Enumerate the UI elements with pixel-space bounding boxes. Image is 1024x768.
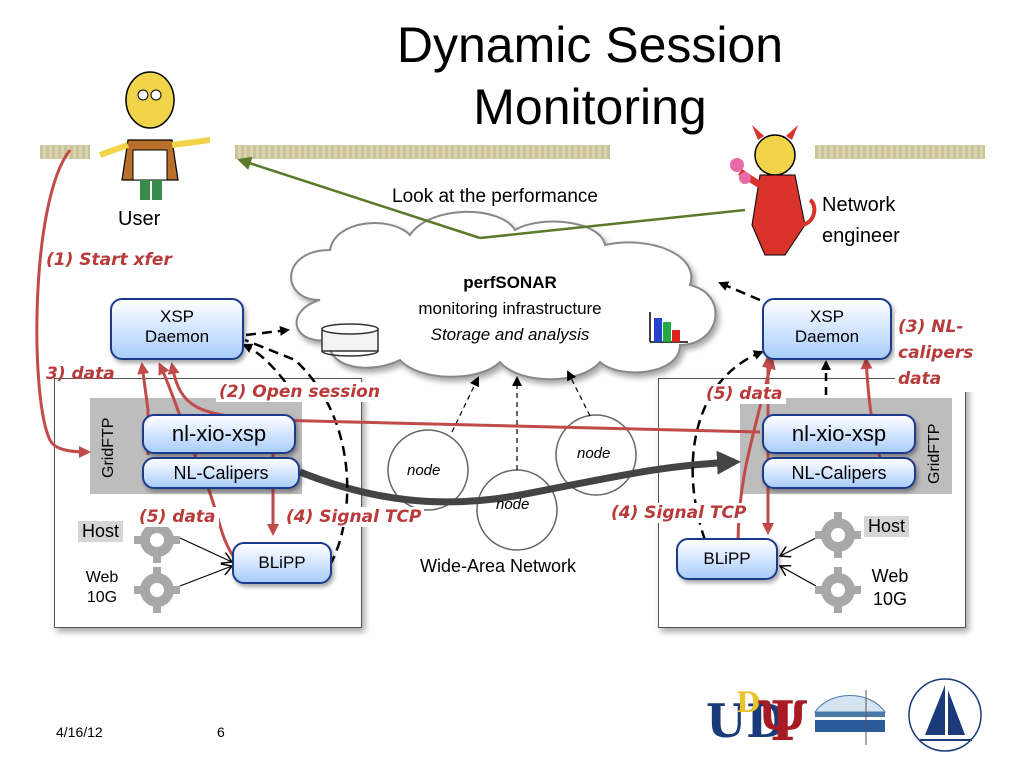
berkeley-lab-logo	[814, 695, 886, 732]
database-icon	[321, 323, 379, 357]
perfsonar-text: perfSONAR monitoring infrastructure Stor…	[380, 270, 640, 348]
network-engineer-cartoon-icon	[730, 125, 817, 256]
left-web10g-label: Web 10G	[82, 568, 122, 608]
nl-calipers-line2: calipers	[898, 343, 974, 363]
right-web10g-label: Web 10G	[866, 565, 914, 611]
wan-label: Wide-Area Network	[420, 556, 577, 576]
right-xsp-daemon[interactable]: XSP Daemon	[762, 298, 892, 360]
iu-logo: Ψ	[758, 689, 807, 753]
step-left-signal: (4) Signal TCP	[283, 507, 425, 527]
node-label: node	[577, 445, 611, 462]
title-line-1: Dynamic Session	[396, 17, 784, 73]
step-start-xfer: (1) Start xfer	[46, 250, 172, 270]
left-nl-xio-xsp[interactable]: nl-xio-xsp	[142, 414, 296, 454]
gear-icon	[134, 567, 180, 613]
user-label: User	[118, 208, 161, 230]
10g-label: 10G	[872, 589, 908, 609]
slide-date: 4/16/12	[56, 724, 103, 740]
right-nl-calipers[interactable]: NL-Calipers	[762, 457, 916, 489]
decor-band	[815, 145, 985, 159]
svg-text:UD: UD	[706, 694, 786, 748]
decor-band	[40, 145, 90, 159]
gear-icon	[815, 512, 861, 558]
step-left-data: 3) data	[46, 364, 115, 384]
left-host-label: Host	[78, 521, 124, 542]
web-label: Web	[871, 566, 909, 586]
decor-band	[235, 145, 610, 159]
perfsonar-cloud	[290, 210, 717, 381]
node-label: node	[407, 462, 441, 479]
step-left-5data: (5) data	[136, 507, 219, 527]
perfsonar-subtitle: monitoring infrastructure	[418, 299, 602, 318]
left-gridftp-label: GridFTP	[100, 417, 117, 478]
slide-page-number: 6	[217, 724, 225, 740]
daemon-label: Daemon	[144, 327, 210, 346]
network-node	[387, 429, 469, 511]
svg-text:D: D	[736, 686, 760, 719]
step-right-5data: (5) data	[703, 384, 786, 404]
engineer-label-line1: Network	[822, 194, 896, 216]
xsp-label: XSP	[159, 307, 195, 326]
node-label: node	[496, 496, 530, 513]
gear-icon	[815, 567, 861, 613]
nl-calipers-line1: (3) NL-	[898, 317, 964, 337]
left-xsp-daemon[interactable]: XSP Daemon	[110, 298, 244, 360]
right-blipp[interactable]: BLiPP	[676, 538, 778, 580]
right-gridftp-label: GridFTP	[926, 423, 943, 484]
left-nl-calipers[interactable]: NL-Calipers	[142, 457, 300, 489]
left-blipp[interactable]: BLiPP	[232, 542, 332, 584]
slide-title: Dynamic Session Monitoring	[300, 14, 880, 138]
ud-logo: UD D	[706, 686, 786, 748]
10g-label: 10G	[86, 589, 118, 606]
right-host-label: Host	[864, 516, 910, 537]
daemon-label: Daemon	[794, 327, 860, 346]
web-label: Web	[85, 569, 119, 586]
step-right-nl-calipers: (3) NL- calipers data	[895, 314, 977, 392]
svg-text:Ψ: Ψ	[758, 689, 807, 753]
title-line-2: Monitoring	[473, 79, 707, 135]
perfsonar-storage: Storage and analysis	[430, 325, 590, 344]
right-nl-xio-xsp[interactable]: nl-xio-xsp	[762, 414, 916, 454]
whoi-logo	[908, 678, 982, 752]
xsp-label: XSP	[809, 307, 845, 326]
engineer-label: Network engineer	[822, 190, 900, 252]
engineer-label-line2: engineer	[822, 225, 900, 247]
user-cartoon-icon	[98, 71, 211, 200]
perfsonar-title: perfSONAR	[463, 273, 557, 292]
step-right-signal: (4) Signal TCP	[608, 503, 750, 523]
look-performance-label: Look at the performance	[392, 186, 598, 207]
step-open-session: (2) Open session	[216, 382, 383, 402]
bar-chart-icon	[649, 312, 688, 343]
nl-calipers-line3: data	[898, 369, 942, 389]
